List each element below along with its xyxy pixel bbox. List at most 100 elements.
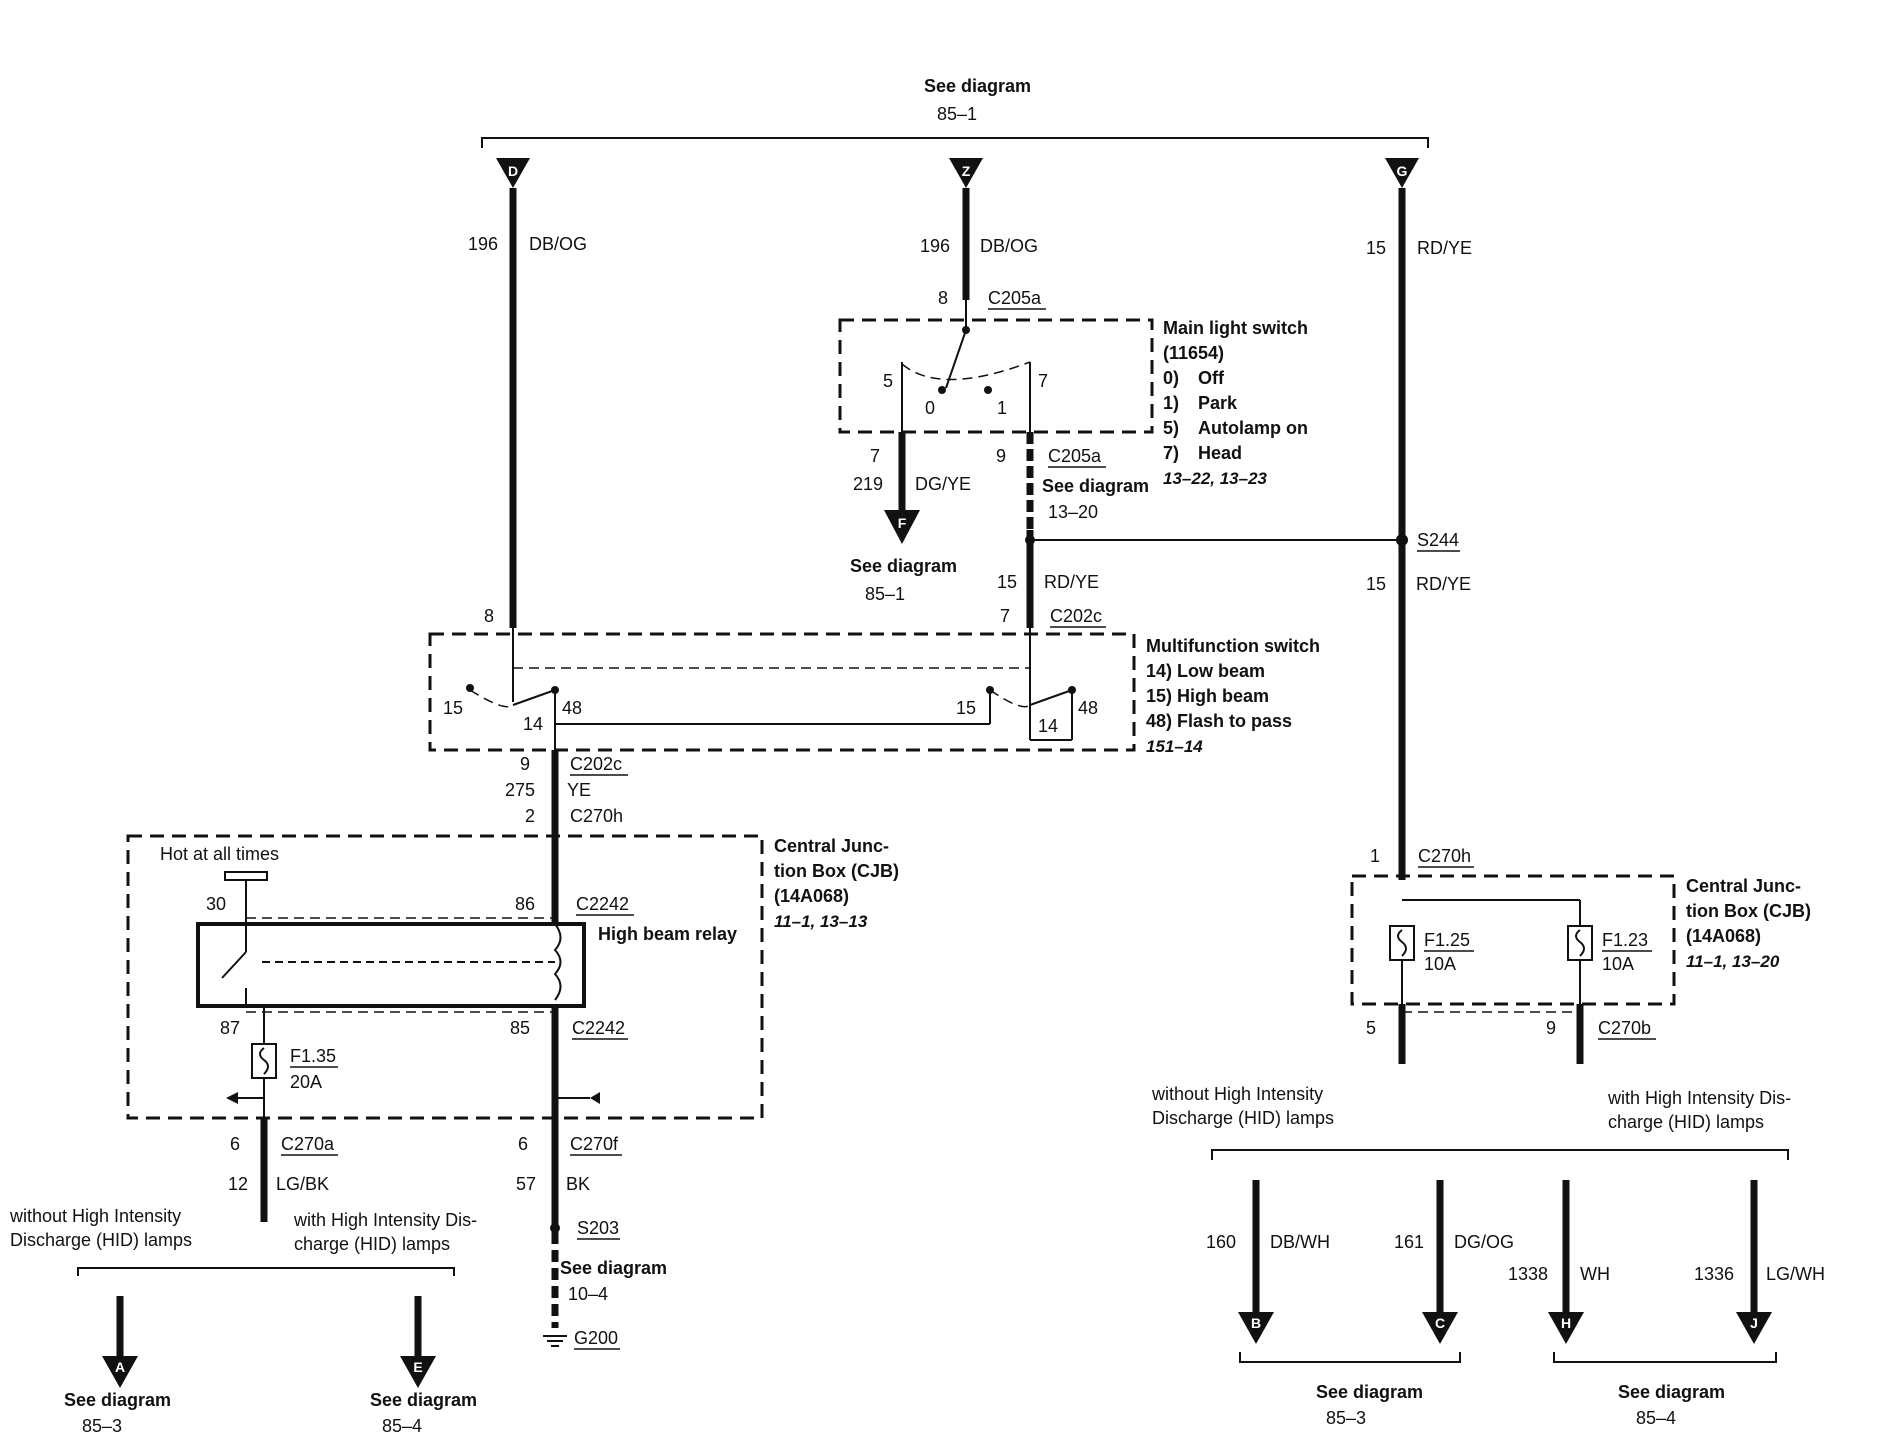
svg-text:Main light switch: Main light switch: [1163, 318, 1308, 338]
svg-text:See diagram: See diagram: [370, 1390, 477, 1410]
svg-text:85–3: 85–3: [1326, 1408, 1366, 1428]
svg-text:See diagram: See diagram: [1618, 1382, 1725, 1402]
svg-text:151–14: 151–14: [1146, 737, 1203, 756]
svg-text:85–4: 85–4: [1636, 1408, 1676, 1428]
svg-text:1336: 1336: [1694, 1264, 1734, 1284]
svg-text:9: 9: [520, 754, 530, 774]
svg-text:85: 85: [510, 1018, 530, 1038]
cjb-right: 1 C270h F1.25 10A F1.23 10A 5 9 C270b Ce…: [1350, 846, 1811, 1064]
svg-text:Central Junc-: Central Junc-: [774, 836, 889, 856]
svg-text:5): 5): [1163, 418, 1179, 438]
svg-text:H: H: [1561, 1315, 1571, 1331]
connector-g: G: [1385, 158, 1419, 188]
svg-text:RD/YE: RD/YE: [1044, 572, 1099, 592]
svg-text:8: 8: [938, 288, 948, 308]
svg-text:Head: Head: [1198, 443, 1242, 463]
svg-text:160: 160: [1206, 1232, 1236, 1252]
svg-text:15: 15: [443, 698, 463, 718]
svg-text:with High Intensity Dis-: with High Intensity Dis-: [1607, 1088, 1791, 1108]
main-light-switch: 8 C205a 5 7 0 1 Main light switch (11654…: [838, 288, 1308, 488]
svg-text:C205a: C205a: [1048, 446, 1102, 466]
svg-text:Discharge (HID) lamps: Discharge (HID) lamps: [10, 1230, 192, 1250]
svg-text:20A: 20A: [290, 1072, 322, 1092]
svg-text:LG/BK: LG/BK: [276, 1174, 329, 1194]
svg-text:14: 14: [1038, 716, 1058, 736]
svg-text:48: 48: [562, 698, 582, 718]
svg-text:85–1: 85–1: [865, 584, 905, 604]
svg-text:Autolamp on: Autolamp on: [1198, 418, 1308, 438]
svg-text:Central Junc-: Central Junc-: [1686, 876, 1801, 896]
svg-text:85–4: 85–4: [382, 1416, 422, 1436]
svg-text:15: 15: [997, 572, 1017, 592]
svg-text:10–4: 10–4: [568, 1284, 608, 1304]
svg-text:15: 15: [1366, 238, 1386, 258]
svg-text:10A: 10A: [1424, 954, 1456, 974]
svg-text:85–3: 85–3: [82, 1416, 122, 1436]
svg-text:charge (HID) lamps: charge (HID) lamps: [1608, 1112, 1764, 1132]
svg-text:with High Intensity Dis-: with High Intensity Dis-: [293, 1210, 477, 1230]
svg-text:C205a: C205a: [988, 288, 1042, 308]
svg-text:High beam relay: High beam relay: [598, 924, 737, 944]
wire-d: 196 DB/OG: [468, 188, 587, 628]
svg-text:C2242: C2242: [576, 894, 629, 914]
svg-text:DB/OG: DB/OG: [529, 234, 587, 254]
svg-text:5: 5: [1366, 1018, 1376, 1038]
svg-text:DB/OG: DB/OG: [980, 236, 1038, 256]
svg-text:C202c: C202c: [1050, 606, 1102, 626]
svg-text:7: 7: [870, 446, 880, 466]
svg-text:15: 15: [956, 698, 976, 718]
svg-text:S203: S203: [577, 1218, 619, 1238]
svg-text:F1.25: F1.25: [1424, 930, 1470, 950]
svg-text:14) Low beam: 14) Low beam: [1146, 661, 1265, 681]
top-see-ref: 85–1: [937, 104, 977, 124]
svg-text:9: 9: [996, 446, 1006, 466]
svg-text:7: 7: [1038, 371, 1048, 391]
svg-text:8: 8: [484, 606, 494, 626]
svg-text:1): 1): [1163, 393, 1179, 413]
svg-text:(11654): (11654): [1163, 343, 1224, 363]
connector-z: Z: [949, 158, 983, 188]
svg-text:10A: 10A: [1602, 954, 1634, 974]
svg-text:WH: WH: [1580, 1264, 1610, 1284]
svg-text:12: 12: [228, 1174, 248, 1194]
svg-text:57: 57: [516, 1174, 536, 1194]
svg-text:15) High beam: 15) High beam: [1146, 686, 1269, 706]
svg-text:G200: G200: [574, 1328, 618, 1348]
svg-text:87: 87: [220, 1018, 240, 1038]
multifunction-switch: 8 7 C202c 15 14 48 15 14 48 Multifunctio…: [428, 606, 1320, 756]
svg-text:F1.23: F1.23: [1602, 930, 1648, 950]
wire-to-f: 7 219 DG/YE F See diagram 85–1: [850, 432, 971, 604]
svg-text:48: 48: [1078, 698, 1098, 718]
svg-text:charge (HID) lamps: charge (HID) lamps: [294, 1234, 450, 1254]
svg-text:(14A068): (14A068): [1686, 926, 1761, 946]
wire-g: 15 RD/YE S244 15 RD/YE: [1366, 188, 1472, 880]
svg-text:7: 7: [1000, 606, 1010, 626]
svg-text:9: 9: [1546, 1018, 1556, 1038]
svg-text:Hot at all times: Hot at all times: [160, 844, 279, 864]
svg-text:tion Box (CJB): tion Box (CJB): [1686, 901, 1811, 921]
svg-text:C2242: C2242: [572, 1018, 625, 1038]
svg-text:196: 196: [468, 234, 498, 254]
svg-text:13–20: 13–20: [1048, 502, 1098, 522]
svg-text:See diagram: See diagram: [1316, 1382, 1423, 1402]
svg-text:0: 0: [925, 398, 935, 418]
svg-text:RD/YE: RD/YE: [1416, 574, 1471, 594]
wire-57: 6 C270f 57 BK S203 See diagram 10–4 G200: [516, 1118, 667, 1350]
svg-text:15: 15: [1366, 574, 1386, 594]
svg-text:1: 1: [997, 398, 1007, 418]
svg-text:161: 161: [1394, 1232, 1424, 1252]
top-bus: See diagram 85–1: [481, 76, 1429, 148]
svg-text:C270a: C270a: [281, 1134, 335, 1154]
svg-text:C202c: C202c: [570, 754, 622, 774]
svg-text:See diagram: See diagram: [560, 1258, 667, 1278]
svg-text:1338: 1338: [1508, 1264, 1548, 1284]
svg-text:Discharge (HID) lamps: Discharge (HID) lamps: [1152, 1108, 1334, 1128]
right-hid-split: without High Intensity Discharge (HID) l…: [1151, 1084, 1825, 1428]
svg-text:G: G: [1397, 163, 1408, 179]
svg-text:F1.35: F1.35: [290, 1046, 336, 1066]
svg-text:tion Box (CJB): tion Box (CJB): [774, 861, 899, 881]
svg-text:11–1, 13–20: 11–1, 13–20: [1686, 952, 1780, 971]
svg-text:30: 30: [206, 894, 226, 914]
svg-text:See diagram: See diagram: [1042, 476, 1149, 496]
svg-text:without High Intensity: without High Intensity: [1151, 1084, 1323, 1104]
